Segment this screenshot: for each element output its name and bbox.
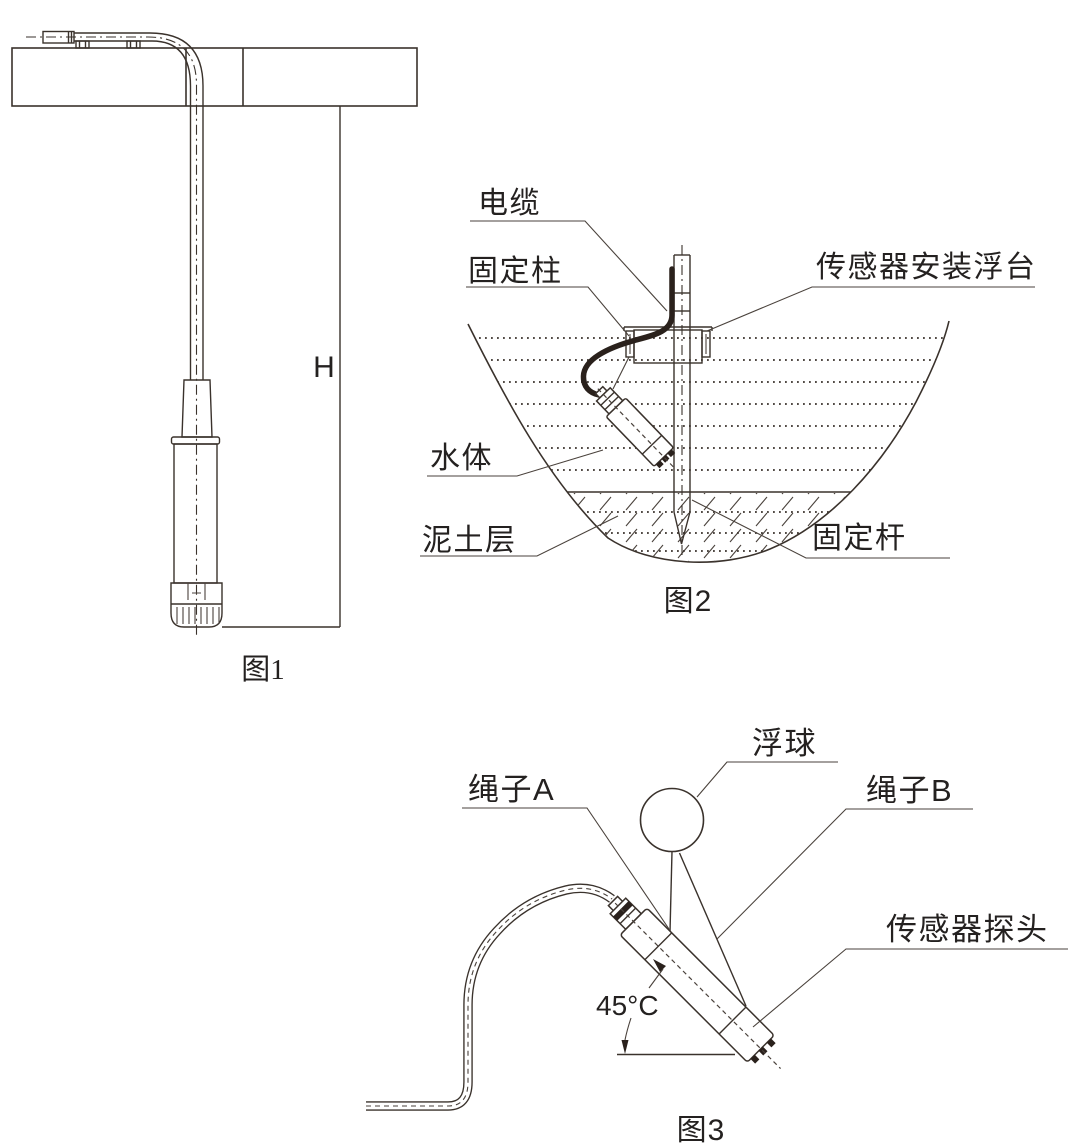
fig3-angle-dimension: [621, 959, 666, 1054]
fig3-cable-tube: [366, 883, 615, 1111]
fig2-caption: 图2: [664, 585, 713, 618]
fig3-sensor: [607, 895, 782, 1070]
fig2-label-platform: 传感器安装浮台: [816, 251, 1037, 284]
fig2-floating-platform: [623, 326, 713, 364]
fig2-label-water: 水体: [430, 442, 493, 475]
fig1-height-label: H: [313, 351, 335, 384]
fig1-cable-connector: [42, 30, 75, 44]
fig2-label-cable: 电缆: [478, 187, 541, 220]
fig1-cable-clips: [75, 40, 141, 49]
figure2-rod-installation: 电缆 固定柱 传感器安装浮台 水体 泥土层 固定杆 图2: [420, 187, 1037, 618]
fig1-height-dimension: [222, 106, 341, 628]
fig1-caption: 图1: [241, 654, 285, 686]
fig2-label-mud: 泥土层: [422, 524, 517, 557]
fig1-sensor-body: [170, 379, 221, 584]
fig1-cable-centerline: [26, 36, 198, 638]
fig2-sensor: [594, 385, 676, 469]
fig3-float-ball: [639, 787, 705, 853]
fig3-rope-a-line: [669, 851, 673, 933]
fig1-platform-deck: [11, 47, 418, 107]
fig3-label-float-ball: 浮球: [752, 726, 817, 761]
fig3-rope-b-line: [678, 852, 747, 1007]
fig3-leader-lines: [462, 761, 1068, 1028]
figure3-float-installation: 浮球 绳子A 绳子B 传感器探头 45°C 图3: [366, 726, 1068, 1145]
fig2-leader-lines: [420, 220, 1035, 559]
fig3-label-rope-b: 绳子B: [866, 773, 953, 808]
fig1-probe-head: [170, 582, 223, 628]
fig2-hanging-string: [612, 356, 630, 390]
figure1-suspended-installation: H 图1: [11, 30, 418, 686]
fig3-label-rope-a: 绳子A: [468, 772, 555, 807]
fig2-label-fixing-rod: 固定杆: [812, 522, 907, 555]
fig3-angle-label: 45°C: [596, 990, 659, 1021]
fig2-cable: [580, 266, 675, 398]
fig1-cable-tube: [74, 32, 204, 380]
fig2-label-fixing-post: 固定柱: [468, 255, 563, 288]
fig3-label-probe: 传感器探头: [886, 912, 1049, 947]
fig3-caption: 图3: [677, 1114, 726, 1145]
